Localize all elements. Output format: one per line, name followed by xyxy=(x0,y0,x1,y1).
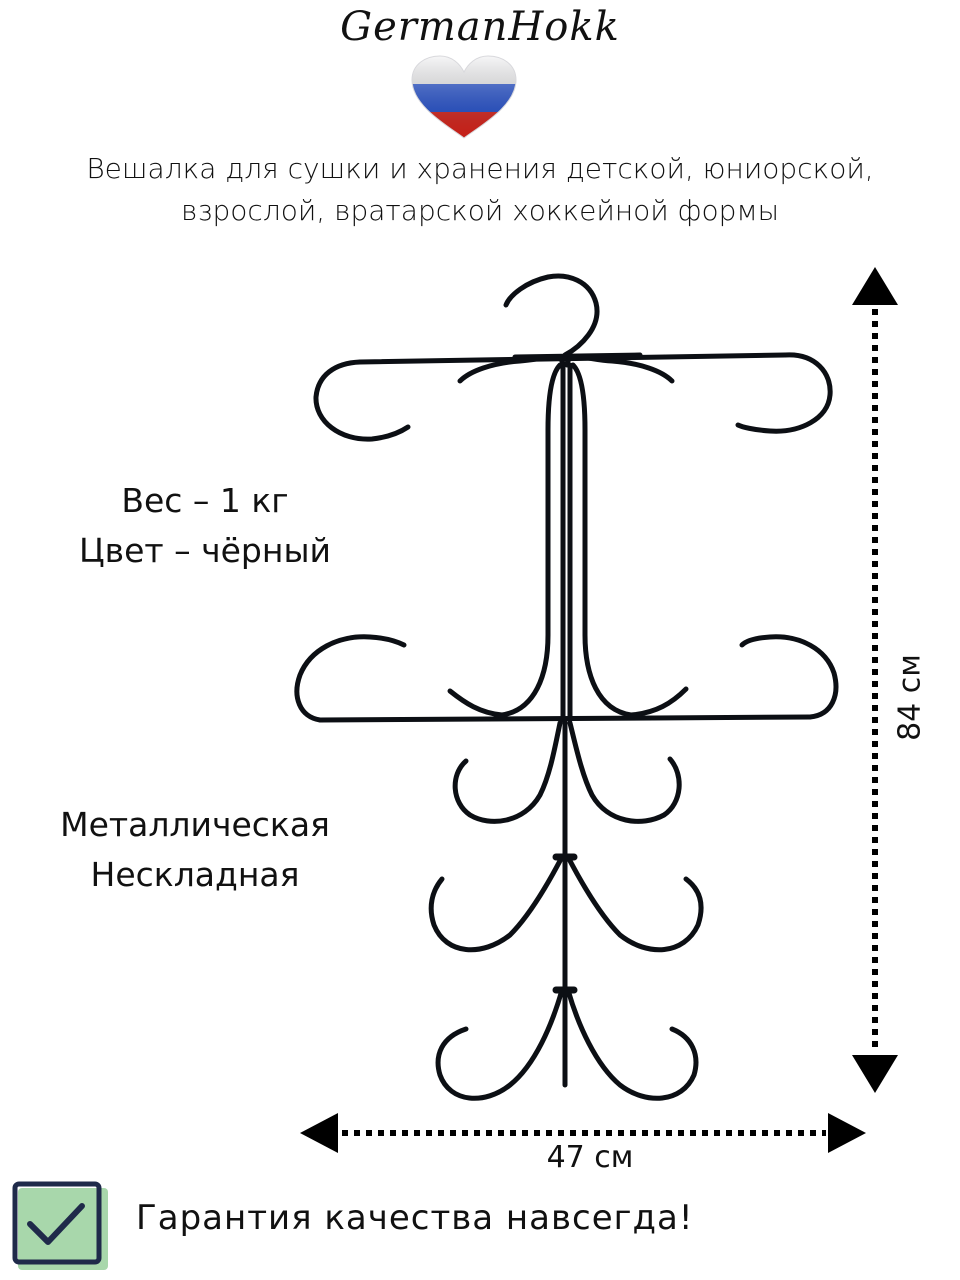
hanger-image xyxy=(294,273,839,1101)
checkbox-check-icon xyxy=(12,1181,108,1270)
spec-material: Металлическая Нескладная xyxy=(10,800,380,900)
spec-weight-color: Вес – 1 кг Цвет – чёрный xyxy=(40,476,370,576)
guarantee-text: Гарантия качества навсегда! xyxy=(136,1198,694,1238)
title-line-2: взрослой, вратарской хоккейной формы xyxy=(180,194,780,227)
spec-color: Цвет – чёрный xyxy=(79,531,331,570)
spec-metal: Металлическая xyxy=(60,805,330,844)
width-dimension-arrow xyxy=(300,1113,866,1153)
height-label: 84 см xyxy=(892,654,928,741)
russian-flag-heart-icon xyxy=(411,55,517,139)
width-label: 47 см xyxy=(546,1140,634,1175)
spec-nonfolding: Нескладная xyxy=(90,855,300,894)
product-title: Вешалка для сушки и хранения детской, юн… xyxy=(0,148,960,232)
brand-title: GermanHokk xyxy=(340,4,620,50)
title-line-1: Вешалка для сушки и хранения детской, юн… xyxy=(86,152,874,185)
spec-weight: Вес – 1 кг xyxy=(121,481,289,520)
height-dimension-arrow xyxy=(852,267,898,1093)
